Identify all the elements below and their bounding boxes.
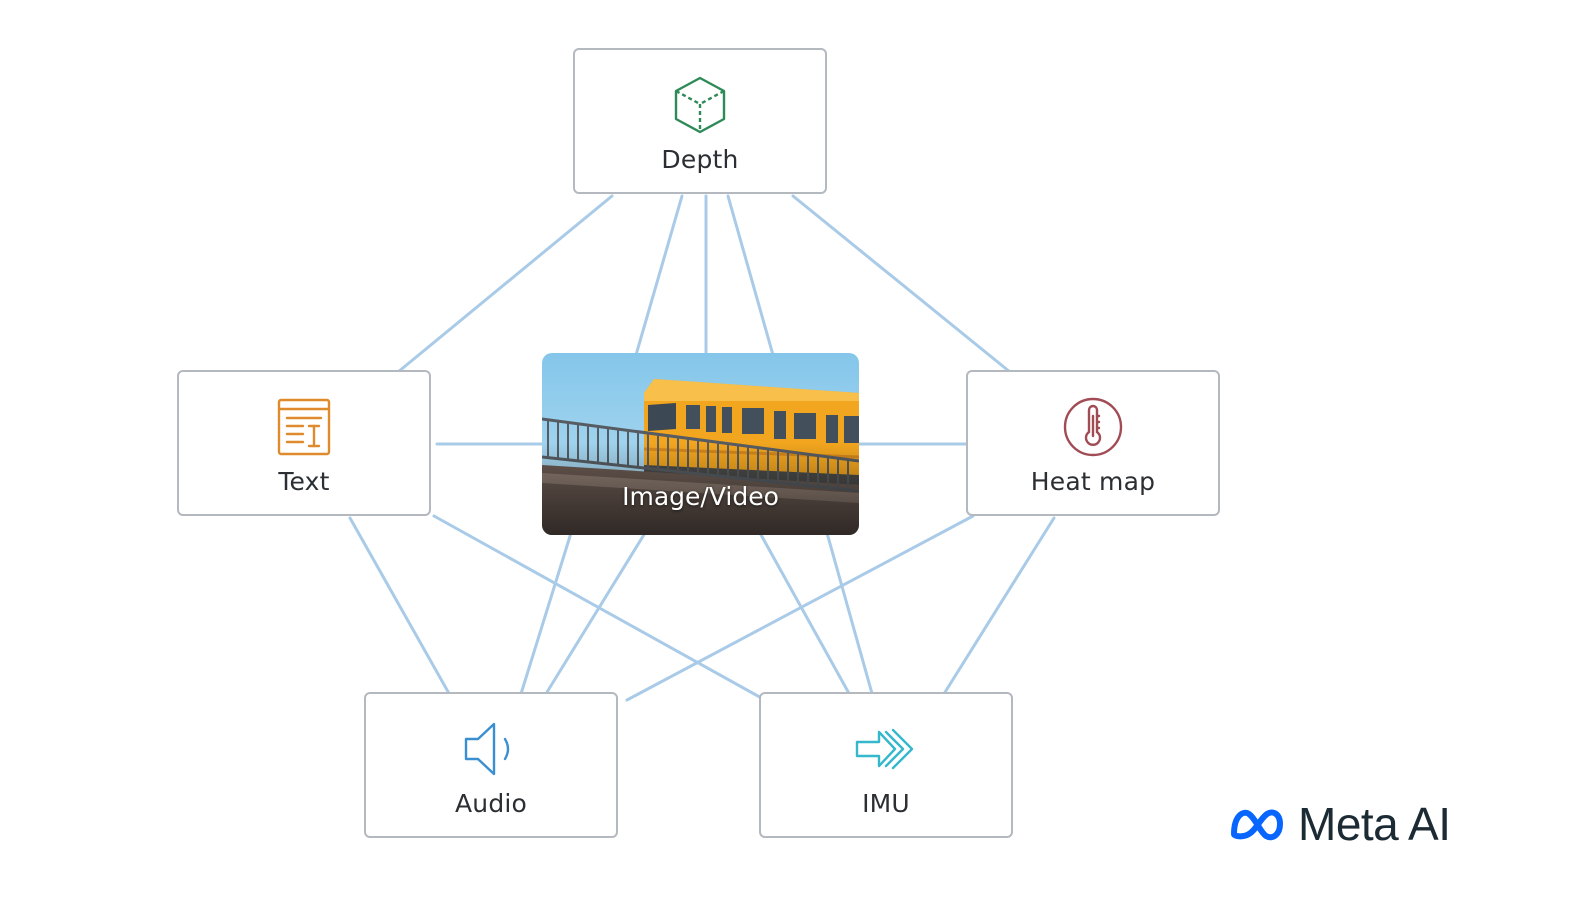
text-label: Text	[278, 467, 330, 496]
depth-label: Depth	[661, 145, 739, 174]
edge-heat-imu	[940, 516, 1056, 699]
heat-map-node: Heat map	[966, 370, 1220, 516]
heat-map-label: Heat map	[1030, 467, 1156, 496]
brand-name: Meta AI	[1298, 798, 1451, 850]
thermometer-icon	[1062, 396, 1124, 458]
text-node: Text	[177, 370, 431, 516]
audio-node: Audio	[364, 692, 618, 838]
imu-label: IMU	[862, 789, 910, 818]
train-on-bridge-photo	[542, 353, 859, 535]
motion-arrows-icon	[855, 718, 917, 780]
image-video-label: Image/Video	[622, 482, 779, 511]
edge-center-imu-left	[758, 531, 853, 699]
image-video-node: Image/Video	[542, 353, 859, 535]
cube-icon	[669, 74, 731, 136]
edge-depth-heat	[791, 194, 1012, 374]
depth-node: Depth	[573, 48, 827, 194]
meta-ai-brand: Meta AI	[1228, 798, 1451, 850]
edge-center-audio-right	[542, 531, 647, 699]
edge-depth-text	[396, 194, 614, 374]
edge-text-audio	[348, 516, 453, 699]
text-document-icon	[273, 396, 335, 458]
speaker-icon	[460, 718, 522, 780]
edge-center-audio-left	[518, 531, 573, 699]
edge-depth-center-right	[726, 194, 775, 357]
edge-depth-center-left	[634, 194, 684, 357]
imu-node: IMU	[759, 692, 1013, 838]
edge-center-imu-right	[825, 531, 875, 699]
audio-label: Audio	[454, 789, 528, 818]
meta-infinity-logo-icon	[1228, 804, 1286, 844]
